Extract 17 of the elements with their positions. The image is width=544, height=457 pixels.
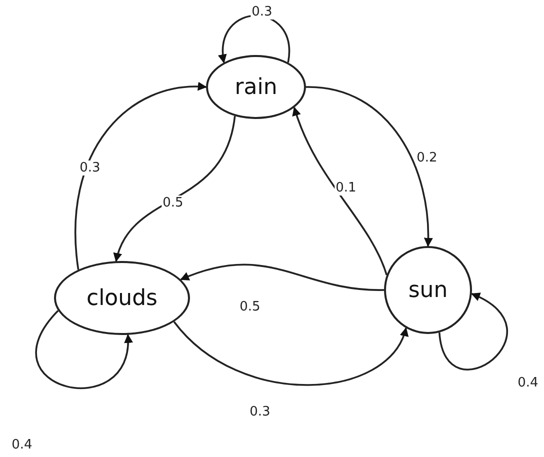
arrow [180, 264, 384, 291]
edge-label: 0.3 [78, 160, 102, 176]
edge-label: 0.3 [250, 4, 274, 20]
arrow [36, 310, 132, 390]
state-label: sun [408, 278, 448, 302]
arrow [438, 293, 508, 370]
arrow [173, 321, 408, 386]
arrow [218, 14, 290, 64]
state-label: clouds [86, 286, 158, 310]
arrow [292, 106, 388, 276]
arrow [74, 82, 207, 270]
arrow [306, 86, 433, 247]
edge-label: 0.1 [334, 180, 358, 196]
edge-label: 0.2 [416, 150, 438, 166]
arrow [114, 116, 236, 262]
state-label: rain [234, 74, 278, 100]
edge-label: 0.5 [162, 196, 184, 210]
